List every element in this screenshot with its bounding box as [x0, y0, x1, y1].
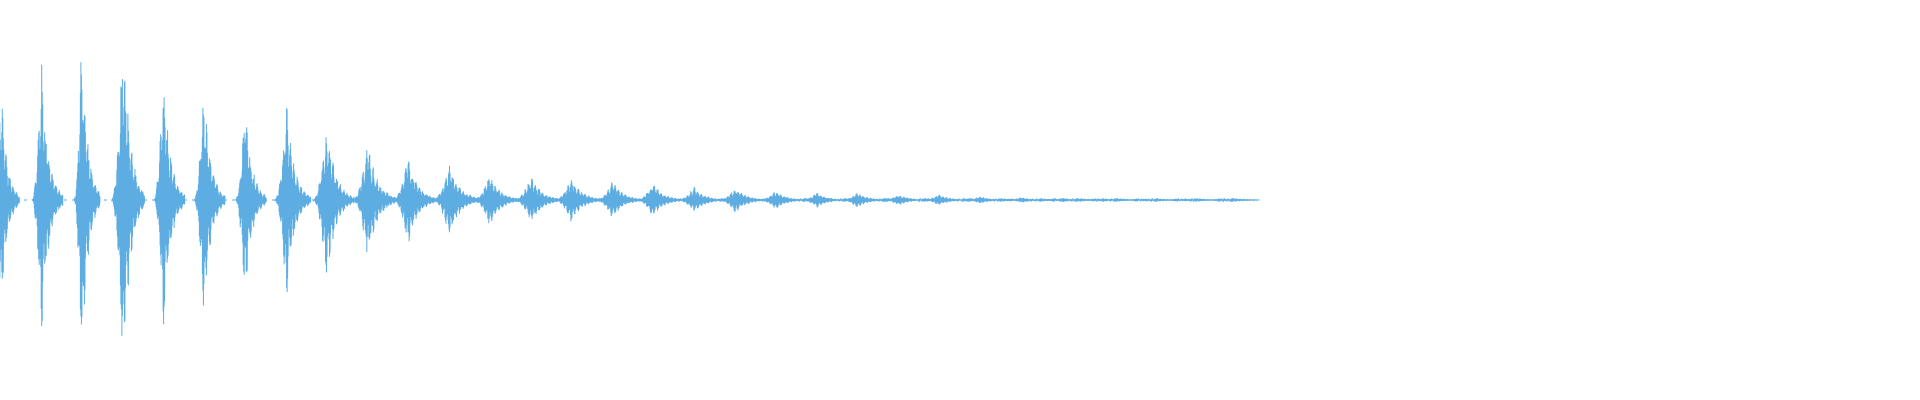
waveform-burst — [274, 108, 312, 293]
waveform-burst — [153, 97, 186, 325]
waveform-burst — [235, 127, 267, 275]
waveform-burst — [553, 180, 606, 222]
waveform-burst — [312, 137, 355, 273]
waveform-burst — [111, 79, 145, 336]
waveform-burst — [31, 64, 64, 326]
waveform-burst — [73, 62, 101, 325]
waveform-burst — [193, 107, 226, 306]
waveform-burst — [352, 150, 399, 253]
waveform-burst — [432, 165, 484, 233]
waveform-burst — [0, 108, 20, 279]
